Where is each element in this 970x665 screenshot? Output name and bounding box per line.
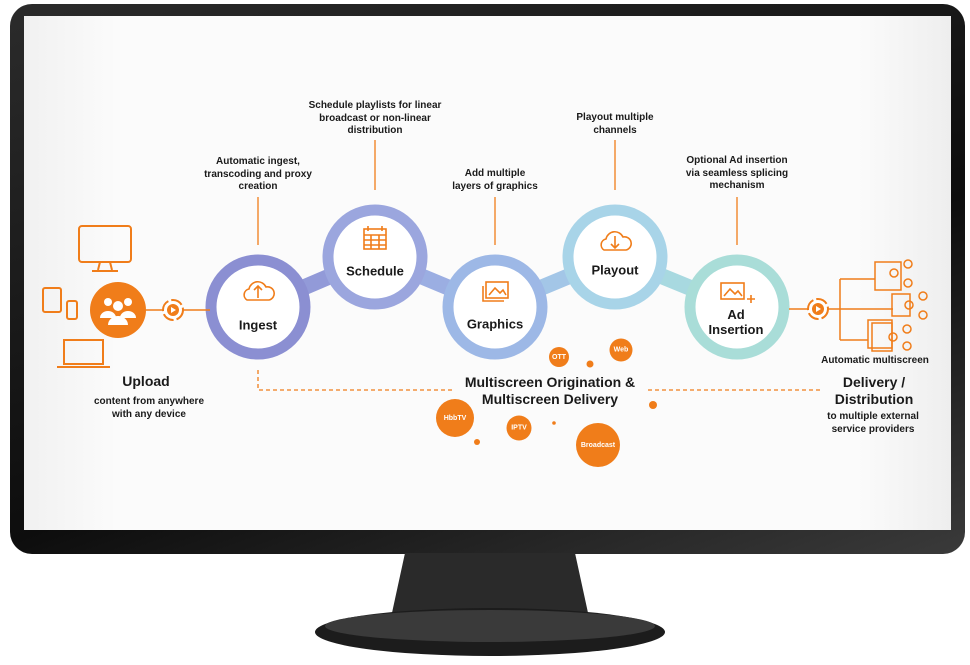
playout-label[interactable]: Playout — [591, 262, 639, 278]
playout-caption: Playout multiple channels — [576, 112, 654, 136]
schedule-ring — [322, 204, 428, 310]
dashed-connector — [257, 370, 822, 391]
delivery-caption: Automatic multiscreen — [821, 355, 929, 366]
image-add-icon — [720, 282, 755, 303]
tablet-icon — [42, 287, 62, 313]
multiscreen-title: Multiscreen Origination & Multiscreen De… — [464, 374, 636, 407]
play-icon-left — [162, 299, 184, 321]
distribution-devices-icon — [839, 259, 928, 352]
ad-insertion-label[interactable]: Ad Insertion — [708, 307, 764, 337]
bubble-web: Web — [609, 338, 633, 362]
cloud-download-icon — [600, 231, 632, 251]
upload-subtitle: content from anywhere with any device — [93, 396, 205, 420]
play-icon-right — [807, 298, 829, 320]
bubble-ott: OTT — [549, 347, 569, 367]
playout-ring — [562, 204, 668, 310]
ingest-label[interactable]: Ingest — [238, 317, 278, 333]
bubble-broadcast: Broadcast — [576, 423, 620, 467]
delivery-subtitle: to multiple external service providers — [827, 411, 919, 435]
graphics-caption: Add multiple layers of graphics — [452, 168, 538, 192]
desktop-icon — [78, 225, 132, 263]
bubble-iptv: IPTV — [506, 415, 532, 441]
upload-title: Upload — [122, 373, 170, 389]
ad-insertion-caption: Optional Ad insertion via seamless splic… — [685, 155, 789, 191]
graphics-ring — [442, 254, 548, 360]
schedule-caption: Schedule playlists for linear broadcast … — [308, 100, 442, 136]
schedule-label[interactable]: Schedule — [346, 263, 404, 279]
image-layers-icon — [482, 281, 509, 302]
ad-insertion-ring — [684, 254, 790, 360]
laptop-icon — [57, 339, 110, 368]
graphics-label[interactable]: Graphics — [466, 316, 524, 332]
bubble-hbbtv: HbbTV — [436, 399, 474, 437]
delivery-title: Delivery / Distribution — [834, 374, 914, 407]
calendar-icon — [363, 226, 387, 250]
cloud-upload-icon — [243, 281, 275, 301]
ingest-ring — [205, 254, 311, 360]
ingest-caption: Automatic ingest, transcoding and proxy … — [204, 156, 312, 192]
phone-icon — [66, 300, 78, 320]
monitor-stand-neck — [390, 553, 590, 622]
